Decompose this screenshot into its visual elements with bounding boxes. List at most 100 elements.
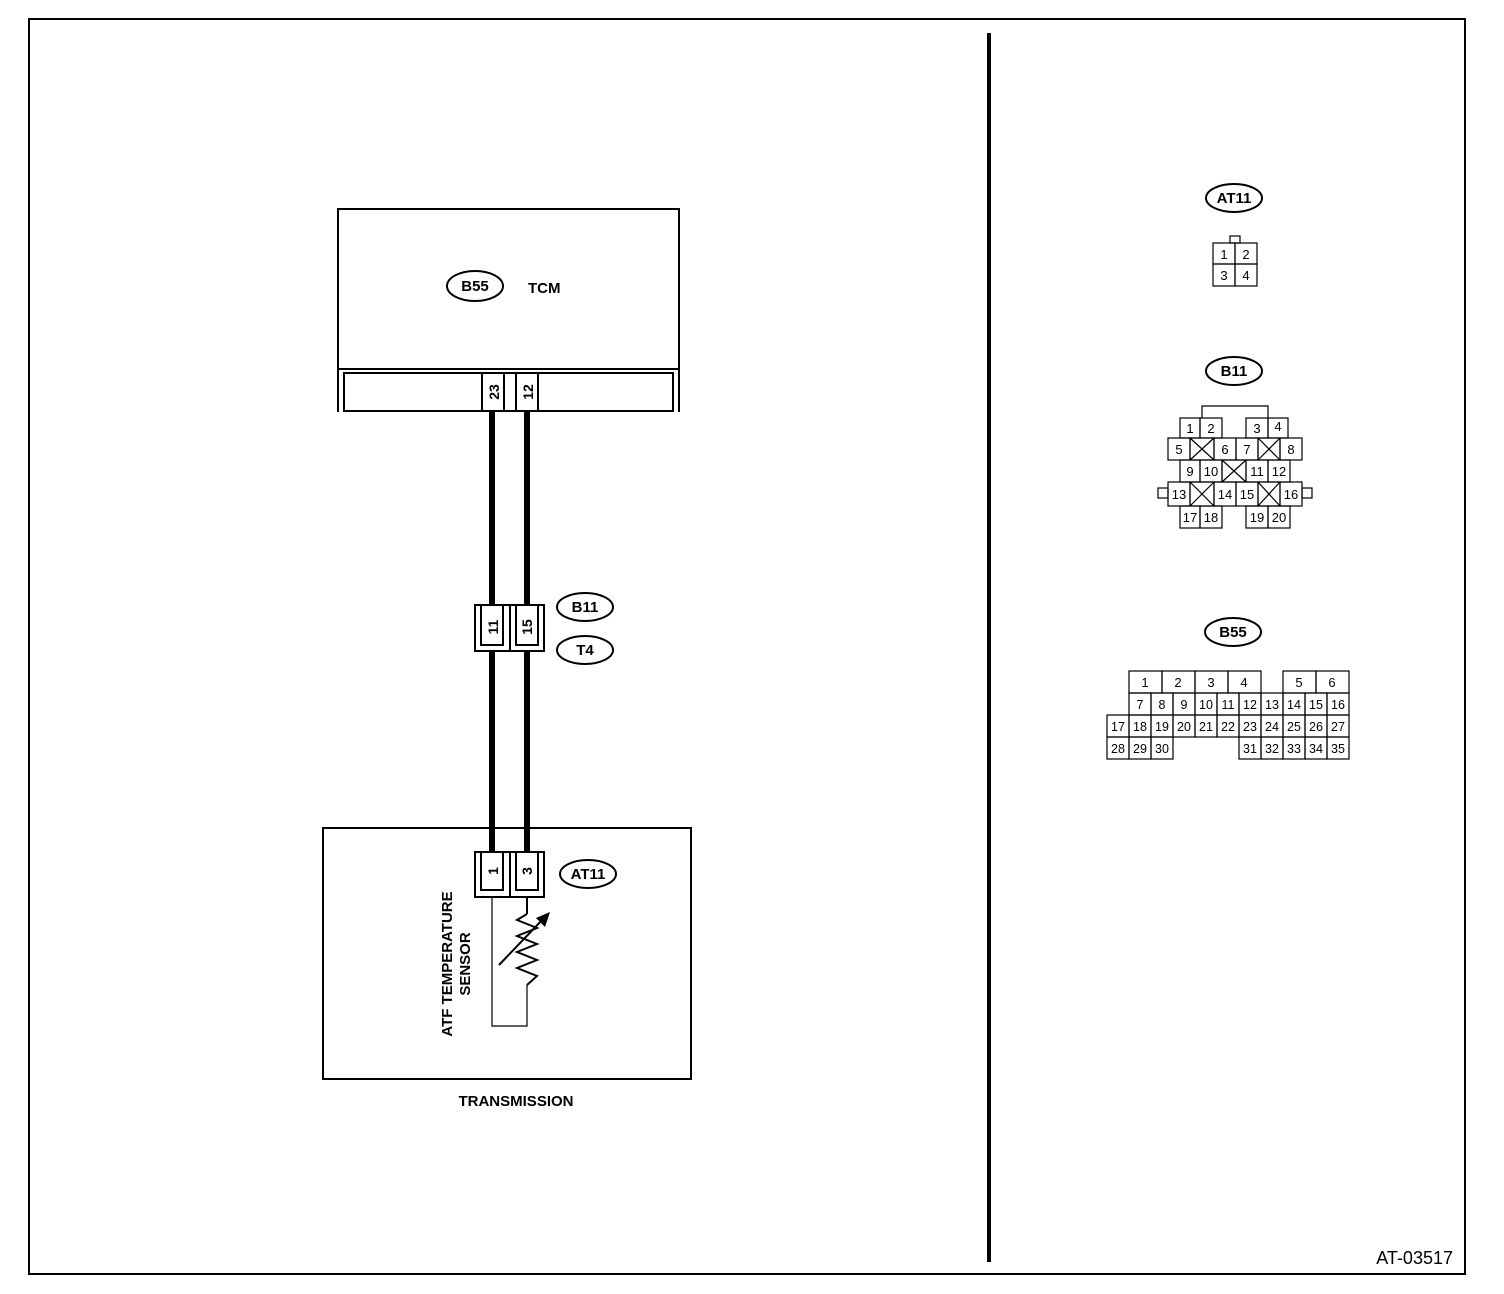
b55-view-pin: 29 (1133, 742, 1147, 756)
b11-view-pin: 12 (1272, 464, 1286, 479)
b11-view-id: B11 (1221, 363, 1248, 380)
b55-view-pin: 25 (1287, 720, 1301, 734)
b55-view-pin: 22 (1221, 720, 1235, 734)
b11-view-pin: 16 (1284, 487, 1298, 502)
b55-view-pin: 11 (1222, 698, 1235, 712)
at11-pin-3-cell (515, 851, 539, 891)
b55-view-pin: 24 (1265, 720, 1279, 734)
tcm-connector-strip (343, 372, 674, 412)
transmission-label: TRANSMISSION (458, 1093, 573, 1110)
sensor-loop (491, 897, 528, 1027)
at11-pin-1-cell (480, 851, 504, 891)
tcm-pin-12: 12 (520, 384, 536, 400)
variable-arrow-icon (498, 917, 545, 966)
b11-view-pin: 11 (1250, 464, 1264, 479)
connector-view-at11: AT11 1 2 3 4 (1205, 183, 1263, 287)
b55-view-pin: 30 (1155, 742, 1169, 756)
at11-view-id-oval (1205, 183, 1263, 213)
b55-view-pin: 34 (1309, 742, 1323, 756)
b55-view-pin: 18 (1133, 720, 1147, 734)
b11-view-pin: 1 (1186, 421, 1193, 436)
b11-view-pin: 10 (1204, 464, 1218, 479)
b55-view-pin: 5 (1295, 675, 1302, 690)
b55-view-pin: 27 (1331, 720, 1345, 734)
joint-id-t4-oval (556, 635, 614, 665)
b55-view-pin: 8 (1159, 698, 1166, 712)
b11-view-pin: 4 (1274, 419, 1281, 434)
b11-view-pin: 17 (1183, 510, 1197, 525)
b55-view-pin: 23 (1243, 720, 1257, 734)
joint-pin-11: 11 (485, 619, 501, 634)
tcm-pin-12-cell (515, 372, 539, 412)
thermistor-icon (514, 913, 540, 986)
b11-view-pin: 3 (1253, 421, 1260, 436)
sensor-connector-id-oval (559, 859, 617, 889)
b55-view-pin: 17 (1111, 720, 1125, 734)
b55-view-pin: 4 (1240, 675, 1247, 690)
connector-view-b55: B55 (1106, 617, 1350, 760)
b11-view-id-oval (1205, 356, 1263, 386)
at11-view-pin: 4 (1242, 268, 1249, 283)
joint-id-b11-oval (556, 592, 614, 622)
tcm-name: TCM (528, 280, 561, 297)
b55-view-pin: 15 (1309, 698, 1323, 712)
b55-view-id-oval (1204, 617, 1262, 647)
b55-view-pin: 33 (1287, 742, 1301, 756)
b11-view-pin: 15 (1240, 487, 1254, 502)
b55-view-pin: 6 (1328, 675, 1335, 690)
tcm-pin-23: 23 (486, 384, 502, 400)
joint-id-t4: T4 (576, 642, 594, 659)
tcm-connector-id-oval (446, 270, 504, 302)
b55-view-pin: 10 (1199, 698, 1213, 712)
b11-view-pin: 6 (1221, 442, 1228, 457)
at11-pin-3: 3 (519, 867, 535, 875)
b55-view-pin: 20 (1177, 720, 1191, 734)
b55-view-pin: 13 (1265, 698, 1279, 712)
b55-view-pin: 35 (1331, 742, 1345, 756)
b55-view-pin: 28 (1111, 742, 1125, 756)
sensor-label-line1: ATF TEMPERATURE (439, 891, 456, 1036)
b11-view-pin: 8 (1287, 442, 1294, 457)
b11-view-pin: 2 (1207, 421, 1214, 436)
b11-view-pin: 20 (1272, 510, 1286, 525)
joint-pin-15-cell (515, 604, 539, 646)
b55-view-pin: 3 (1207, 675, 1214, 690)
b55-view-pin: 19 (1155, 720, 1169, 734)
joint-pin-11-cell (480, 604, 504, 646)
b55-view-id: B55 (1219, 624, 1247, 641)
b55-view-pin: 1 (1141, 675, 1148, 690)
b55-view-pin: 14 (1287, 698, 1301, 712)
joint-connector: 11 15 B11 T4 (474, 592, 614, 665)
b11-view-pin: 9 (1186, 464, 1193, 479)
sensor-connector-id: AT11 (571, 866, 606, 883)
b55-view-pin: 32 (1265, 742, 1279, 756)
at11-view-pin: 3 (1220, 268, 1227, 283)
diagram-frame (28, 18, 1466, 1275)
tcm-unit: B55 TCM 23 12 (337, 208, 680, 412)
b11-view-pin: 7 (1243, 442, 1250, 457)
harness-wires (489, 412, 530, 852)
b11-view-pin: 13 (1172, 487, 1186, 502)
connector-view-b11: B11 (1157, 356, 1313, 529)
b55-view-pin: 26 (1309, 720, 1323, 734)
b55-view-pin: 21 (1199, 720, 1213, 734)
joint-id-b11: B11 (572, 599, 599, 616)
b55-view-pin: 7 (1137, 698, 1144, 712)
b55-view-pin: 12 (1243, 698, 1257, 712)
at11-view-pin: 2 (1242, 247, 1249, 262)
b55-view-pin: 16 (1331, 698, 1345, 712)
at11-view-id: AT11 (1217, 190, 1252, 207)
at11-view-pin: 1 (1220, 247, 1227, 262)
b55-view-pin: 31 (1243, 742, 1257, 756)
tcm-connector-id: B55 (461, 278, 489, 295)
b11-view-pin: 19 (1250, 510, 1264, 525)
b55-view-pin: 9 (1181, 698, 1188, 712)
figure-id: AT-03517 (1376, 1248, 1453, 1268)
b11-view-pin: 5 (1175, 442, 1182, 457)
transmission-unit: TRANSMISSION 1 3 AT11 ATF TEMPERATURE SE… (322, 827, 692, 1110)
b11-view-pin: 14 (1218, 487, 1232, 502)
tcm-pin-23-cell (481, 372, 505, 412)
sensor-label-line2: SENSOR (457, 932, 474, 996)
transmission-housing (322, 827, 692, 1080)
